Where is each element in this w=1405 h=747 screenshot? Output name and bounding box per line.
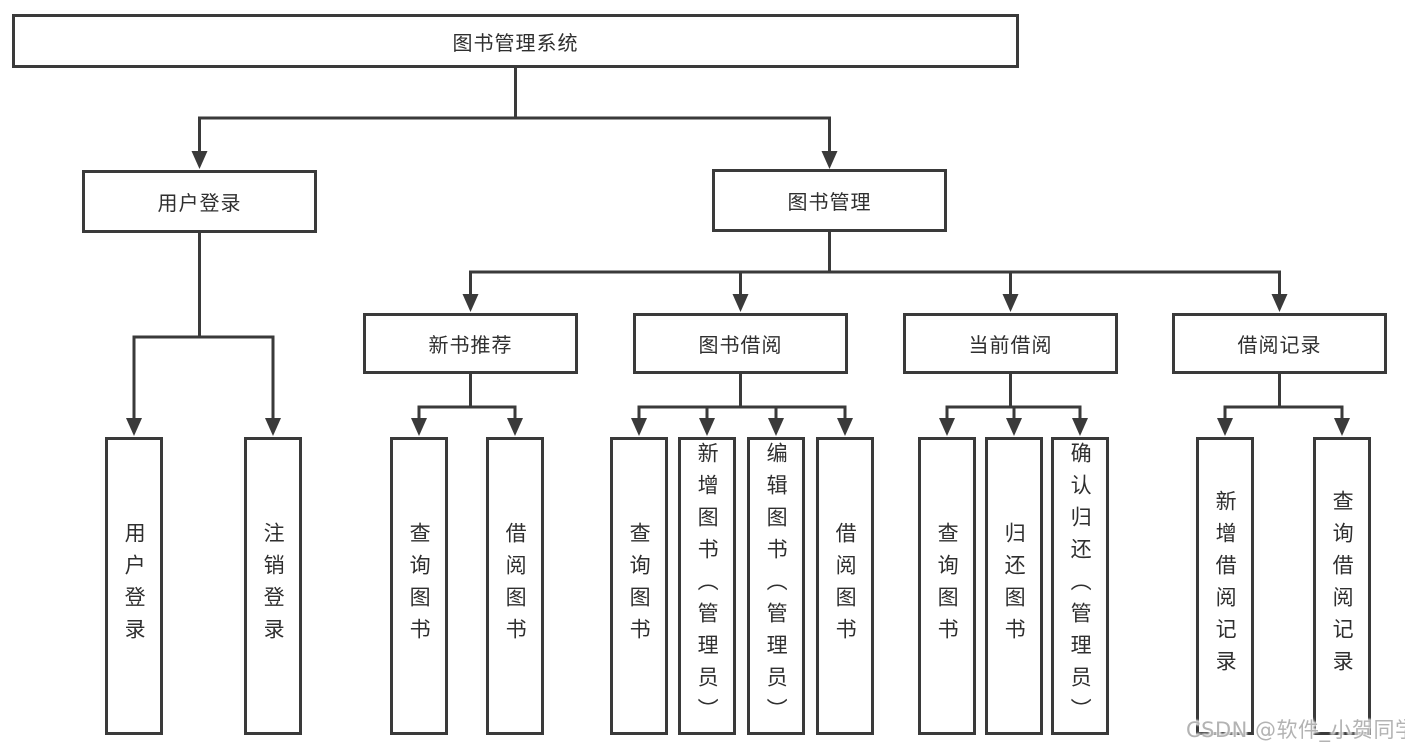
- node-label: 借阅记录: [1237, 333, 1322, 357]
- node-book-management-system: 图书管理系统: [12, 14, 1019, 68]
- node-user-login-branch: 用户登录: [82, 170, 317, 233]
- node-book-borrowing: 图书借阅: [633, 313, 848, 374]
- node-label: 用户登录: [157, 191, 242, 215]
- node-current-query-books: 查询图书: [918, 437, 976, 735]
- node-recommend-query-books: 查询图书: [390, 437, 448, 735]
- node-current-confirm-return-admin: 确认归还（管理员）: [1051, 437, 1109, 735]
- node-borrowing-edit-books-admin: 编辑图书（管理员）: [747, 437, 805, 735]
- node-logout: 注销登录: [244, 437, 302, 735]
- node-recommend-borrow-books: 借阅图书: [486, 437, 544, 735]
- node-label: 归还图书: [1002, 522, 1027, 650]
- node-current-return-books: 归还图书: [985, 437, 1043, 735]
- node-user-login: 用户登录: [105, 437, 163, 735]
- csdn-watermark: CSDN @软件_小贺同学: [1186, 718, 1405, 742]
- node-book-management-branch: 图书管理: [712, 169, 947, 232]
- node-label: 图书管理系统: [452, 30, 579, 55]
- node-label: 编辑图书（管理员）: [764, 442, 789, 730]
- node-label: 当前借阅: [968, 333, 1053, 357]
- node-label: 借阅图书: [503, 522, 528, 650]
- node-records-add-record: 新增借阅记录: [1196, 437, 1254, 735]
- node-label: 用户登录: [122, 522, 147, 650]
- node-label: 新增图书（管理员）: [695, 442, 720, 730]
- node-label: 查询借阅记录: [1330, 490, 1355, 682]
- node-label: 借阅图书: [833, 522, 858, 650]
- node-label: 新增借阅记录: [1213, 490, 1238, 682]
- node-label: 查询图书: [407, 522, 432, 650]
- node-new-book-recommend: 新书推荐: [363, 313, 578, 374]
- node-label: 注销登录: [261, 522, 286, 650]
- node-records-query-record: 查询借阅记录: [1313, 437, 1371, 735]
- node-borrowing-query-books: 查询图书: [610, 437, 668, 735]
- node-label: 查询图书: [627, 522, 652, 650]
- node-label: 图书借阅: [698, 333, 783, 357]
- node-current-borrowing: 当前借阅: [903, 313, 1118, 374]
- connector-arrowheads: [126, 151, 1350, 436]
- node-borrowing-borrow-books: 借阅图书: [816, 437, 874, 735]
- node-label: 图书管理: [787, 190, 872, 214]
- node-label: 新书推荐: [428, 333, 513, 357]
- node-borrowing-add-books-admin: 新增图书（管理员）: [678, 437, 736, 735]
- node-label: 确认归还（管理员）: [1068, 442, 1093, 730]
- node-label: 查询图书: [935, 522, 960, 650]
- node-borrow-records: 借阅记录: [1172, 313, 1387, 374]
